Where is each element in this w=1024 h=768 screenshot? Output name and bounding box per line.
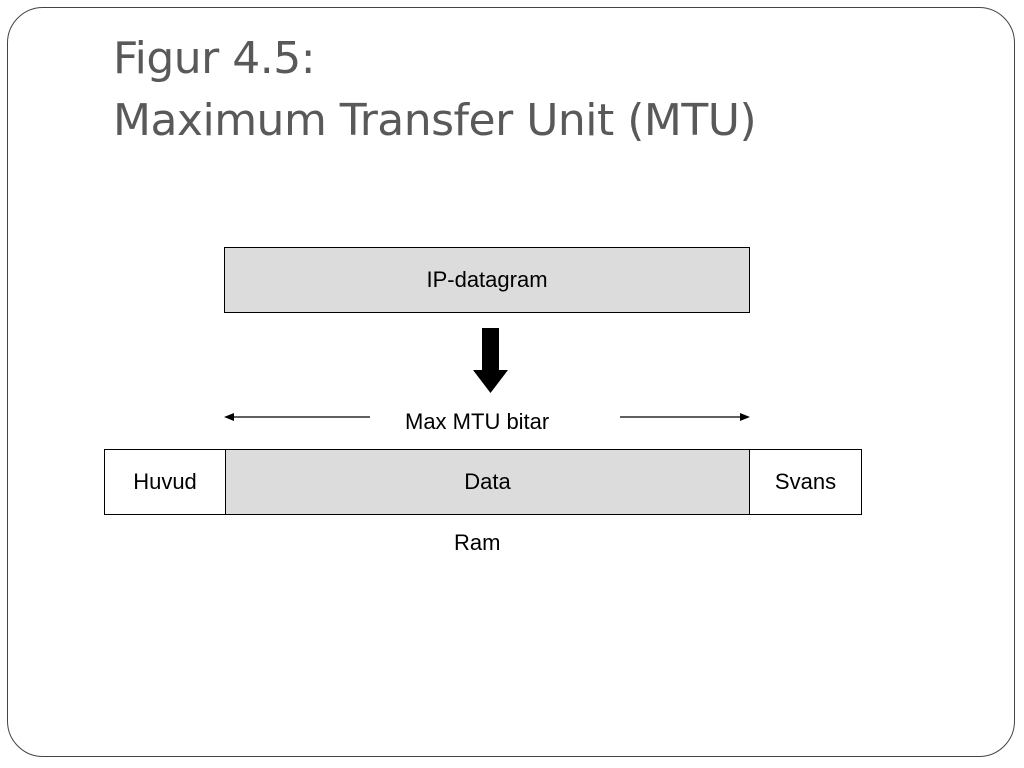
frame-trailer-label: Svans xyxy=(774,469,837,494)
ip-datagram-label: IP-datagram xyxy=(426,267,548,292)
title-line-figure: Figur 4.5: xyxy=(113,33,316,84)
slide-frame xyxy=(7,7,1015,757)
ip-datagram-box: IP-datagram xyxy=(224,247,750,313)
mtu-label: Max MTU bitar xyxy=(405,409,550,434)
down-arrow-icon xyxy=(473,328,508,393)
frame-data-label: Data xyxy=(464,469,511,494)
frame-header-box: Huvud xyxy=(104,449,226,515)
mtu-right-arrow-head-icon xyxy=(740,413,750,421)
frame-trailer-box: Svans xyxy=(749,449,862,515)
mtu-left-arrow-head-icon xyxy=(224,413,234,421)
frame-caption: Ram xyxy=(454,530,501,555)
frame-header-label: Huvud xyxy=(133,469,197,494)
frame-data-box: Data xyxy=(225,449,750,515)
slide-title: Figur 4.5: Maximum Transfer Unit (MTU) xyxy=(113,28,757,152)
title-line-subject: Maximum Transfer Unit (MTU) xyxy=(113,95,757,146)
